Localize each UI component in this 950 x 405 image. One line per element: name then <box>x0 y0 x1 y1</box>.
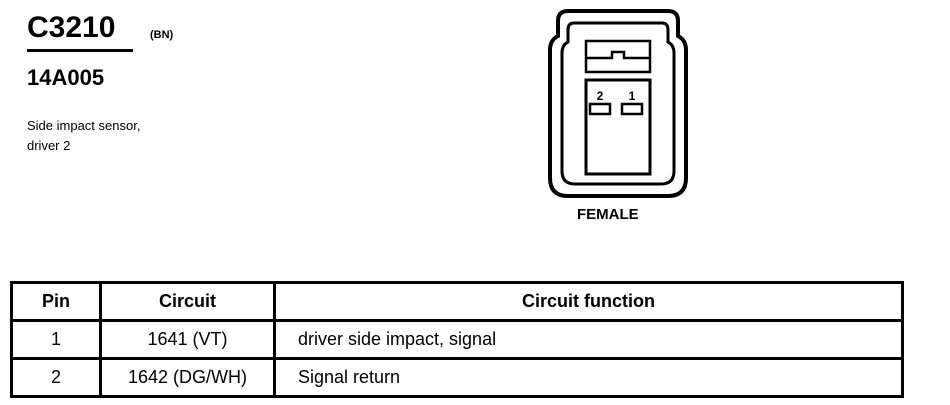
terminal-cavity-block <box>584 78 652 176</box>
table-row: 1 1641 (VT) driver side impact, signal <box>10 319 904 360</box>
pin-label-2: 2 <box>597 89 604 103</box>
cell-pin: 2 <box>10 357 102 398</box>
header-circuit: Circuit <box>99 281 276 322</box>
terminal-cavity-1 <box>620 102 644 116</box>
connector-face-diagram: 2 1 <box>548 9 688 198</box>
pin-label-1: 1 <box>629 89 636 103</box>
pinout-table: Pin Circuit Circuit function 1 1641 (VT)… <box>10 281 904 398</box>
cell-circuit: 1641 (VT) <box>99 319 276 360</box>
table-row: 2 1642 (DG/WH) Signal return <box>10 357 904 398</box>
connector-gender-label: FEMALE <box>577 206 639 223</box>
connector-inner-housing <box>560 21 676 186</box>
description-line-1: Side impact sensor, <box>27 118 141 133</box>
header-pin: Pin <box>10 281 102 322</box>
connector-id: C3210 <box>27 11 116 44</box>
description-line-2: driver 2 <box>27 138 71 153</box>
header-circuit-function: Circuit function <box>273 281 904 322</box>
cell-circuit-function: driver side impact, signal <box>273 319 904 360</box>
connector-latch <box>584 39 652 74</box>
connector-color-code: (BN) <box>150 29 174 41</box>
connector-outer-housing <box>548 9 688 198</box>
connector-id-underline <box>27 49 133 52</box>
part-number: 14A005 <box>27 65 105 90</box>
cell-circuit: 1642 (DG/WH) <box>99 357 276 398</box>
connector-description: Side impact sensor, driver 2 <box>27 116 247 156</box>
cell-circuit-function: Signal return <box>273 357 904 398</box>
table-header-row: Pin Circuit Circuit function <box>10 281 904 322</box>
terminal-cavity-2 <box>588 102 612 116</box>
cell-pin: 1 <box>10 319 102 360</box>
